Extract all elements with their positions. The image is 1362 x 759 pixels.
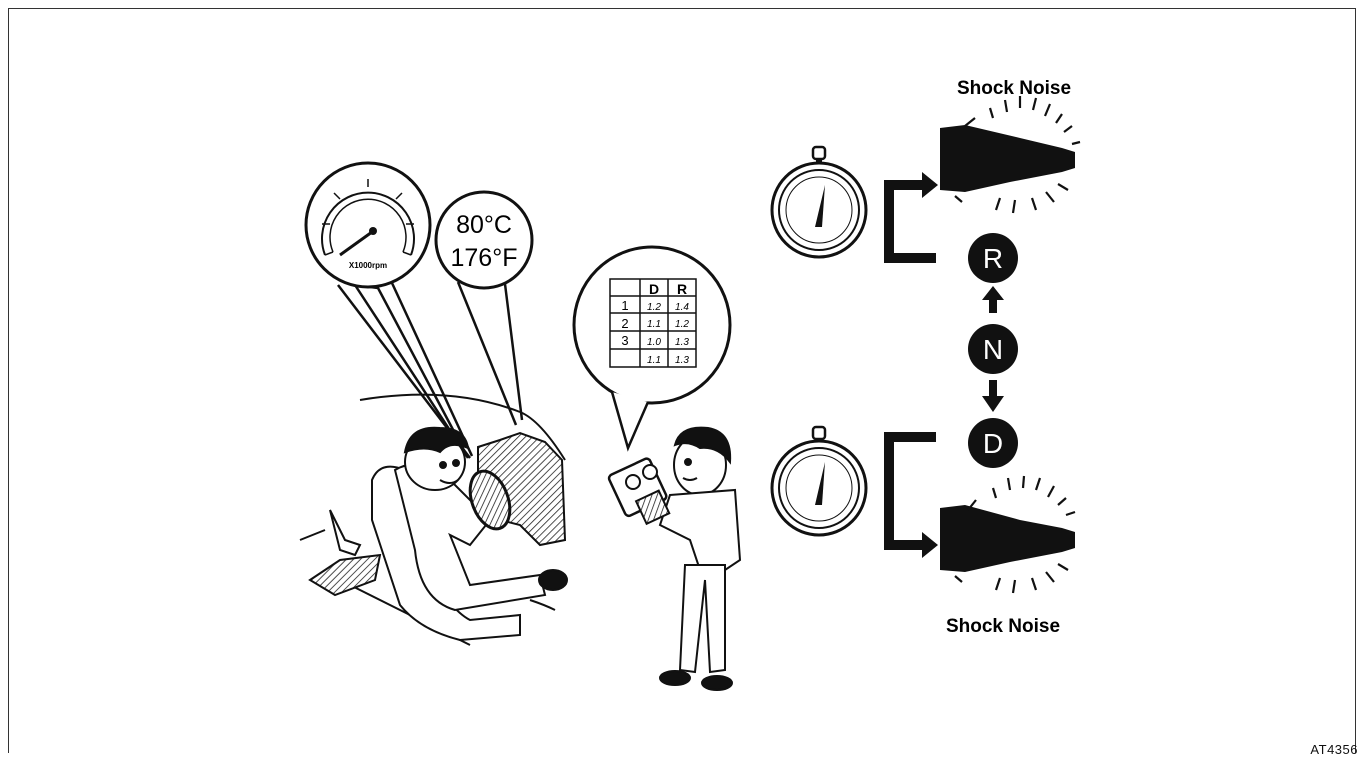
temperature-celsius: 80°C xyxy=(456,211,512,239)
table-row-2-d: 1.1 xyxy=(647,319,661,330)
gear-selector: R N D xyxy=(968,233,1018,468)
gear-n-label: N xyxy=(983,334,1003,365)
bracket-arrow-bottom xyxy=(884,432,938,558)
shock-noise-top-label: Shock Noise xyxy=(957,78,1071,99)
tachometer-unit-label: X1000rpm xyxy=(349,261,387,270)
arrow-down-icon xyxy=(982,380,1004,412)
gear-r-circle xyxy=(968,233,1018,283)
temperature-fahrenheit: 176°F xyxy=(451,244,518,272)
table-header-d: D xyxy=(649,281,659,297)
transmission-bottom-icon xyxy=(940,475,1076,594)
table-row-1-r: 1.4 xyxy=(675,302,689,313)
table-row-2-r: 1.2 xyxy=(675,319,689,330)
table-row-2-label: 2 xyxy=(621,316,628,331)
table-row-3-label: 3 xyxy=(621,333,628,348)
gear-n-circle xyxy=(968,324,1018,374)
gear-d-label: D xyxy=(983,428,1003,459)
tachometer-gauge xyxy=(321,179,415,257)
table-row-4-d: 1.1 xyxy=(647,355,661,366)
figure-frame xyxy=(8,8,1356,753)
temperature-bubble: 80°C 176°F xyxy=(434,190,534,426)
table-row-4-r: 1.3 xyxy=(675,355,689,366)
table-row-1-label: 1 xyxy=(621,298,628,313)
transmission-top-icon xyxy=(940,96,1081,214)
bracket-arrow-top xyxy=(884,172,938,263)
record-table-bubble: D R 1 1.2 1.4 2 1.1 1.2 3 1.0 1.3 1.1 1.… xyxy=(572,245,732,452)
record-table: D R 1 1.2 1.4 2 1.1 1.2 3 1.0 1.3 1.1 1.… xyxy=(609,278,697,368)
stopwatch-bottom-icon xyxy=(770,425,868,537)
table-row-3-d: 1.0 xyxy=(647,337,661,348)
figure-id: AT4356 xyxy=(1310,742,1358,757)
stopwatch-top-icon xyxy=(770,145,868,259)
gear-d-circle xyxy=(968,418,1018,468)
table-row-1-d: 1.2 xyxy=(647,302,661,313)
gear-r-label: R xyxy=(983,243,1003,274)
table-row-3-r: 1.3 xyxy=(675,337,689,348)
arrow-up-icon xyxy=(982,286,1004,313)
table-header-r: R xyxy=(677,281,687,297)
tachometer-bubble: X1000rpm xyxy=(304,161,474,459)
technician-illustration xyxy=(607,426,742,691)
car-interior-illustration xyxy=(299,393,568,646)
shock-noise-bottom-label: Shock Noise xyxy=(946,616,1060,637)
